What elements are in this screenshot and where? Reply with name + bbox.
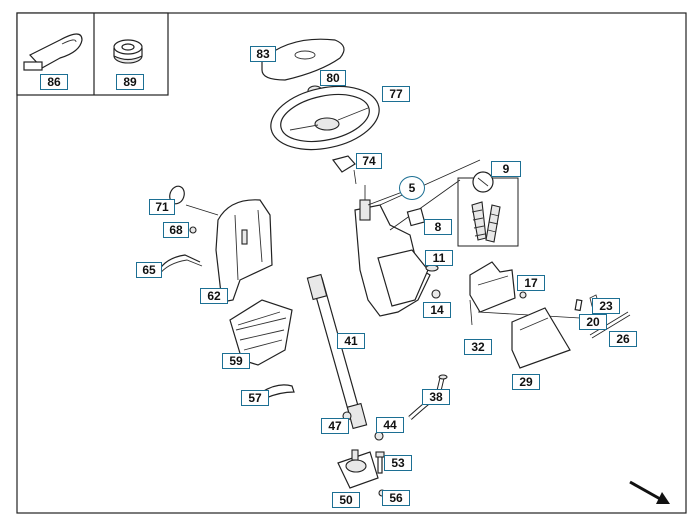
steering-shaft-41[interactable] (306, 273, 368, 430)
callout-26[interactable]: 26 (609, 331, 637, 347)
rod-26[interactable] (589, 311, 631, 339)
latch-8[interactable] (406, 207, 426, 227)
callout-38[interactable]: 38 (422, 389, 450, 405)
pin-20[interactable] (574, 299, 583, 312)
callout-74[interactable]: 74 (356, 153, 382, 169)
callout-11[interactable]: 11 (425, 250, 453, 266)
knob-74[interactable] (331, 155, 357, 185)
nut-14[interactable] (431, 289, 441, 299)
bolt-53[interactable] (375, 451, 385, 474)
callout-44[interactable]: 44 (376, 417, 404, 433)
callout-32[interactable]: 32 (464, 339, 492, 355)
callout-68[interactable]: 68 (163, 222, 189, 238)
spring-kit-9[interactable] (457, 171, 519, 247)
callout-80[interactable]: 80 (320, 70, 346, 86)
callout-57[interactable]: 57 (241, 390, 269, 406)
callout-8[interactable]: 8 (424, 219, 452, 235)
callout-86[interactable]: 86 (40, 74, 68, 90)
callout-9[interactable]: 9 (491, 161, 521, 177)
callout-47[interactable]: 47 (321, 418, 349, 434)
cover-29[interactable] (511, 307, 571, 369)
callout-71[interactable]: 71 (149, 199, 175, 215)
callout-56[interactable]: 56 (382, 490, 410, 506)
grommet-89[interactable] (113, 39, 143, 64)
callout-53[interactable]: 53 (384, 455, 412, 471)
diagram-border (16, 12, 687, 514)
callout-65[interactable]: 65 (136, 262, 162, 278)
bolt-44[interactable] (374, 431, 384, 441)
column-bracket-5[interactable] (354, 159, 481, 317)
callout-17[interactable]: 17 (517, 275, 545, 291)
callout-89[interactable]: 89 (116, 74, 144, 90)
steering-wheel-77[interactable] (265, 77, 385, 159)
callout-29[interactable]: 29 (512, 374, 540, 390)
callout-5[interactable]: 5 (399, 176, 425, 200)
bolt-17[interactable] (519, 291, 527, 299)
callout-59[interactable]: 59 (222, 353, 250, 369)
clamp-57[interactable] (261, 384, 295, 399)
arrow-down-right-icon (629, 480, 670, 504)
cable-clamp-86[interactable] (23, 33, 83, 71)
rod-65[interactable] (157, 254, 203, 277)
callout-62[interactable]: 62 (200, 288, 228, 304)
wheel-cover-83[interactable] (261, 38, 345, 81)
callout-23[interactable]: 23 (592, 298, 620, 314)
callout-20[interactable]: 20 (579, 314, 607, 330)
callout-50[interactable]: 50 (332, 492, 360, 508)
callout-41[interactable]: 41 (337, 333, 365, 349)
bracket-panel-32[interactable] (469, 261, 581, 326)
steering-gear-50[interactable] (337, 449, 379, 489)
column-shroud-62[interactable] (215, 199, 273, 303)
screw-68[interactable] (189, 226, 197, 234)
callout-77[interactable]: 77 (382, 86, 410, 102)
callout-14[interactable]: 14 (423, 302, 451, 318)
callout-83[interactable]: 83 (250, 46, 276, 62)
